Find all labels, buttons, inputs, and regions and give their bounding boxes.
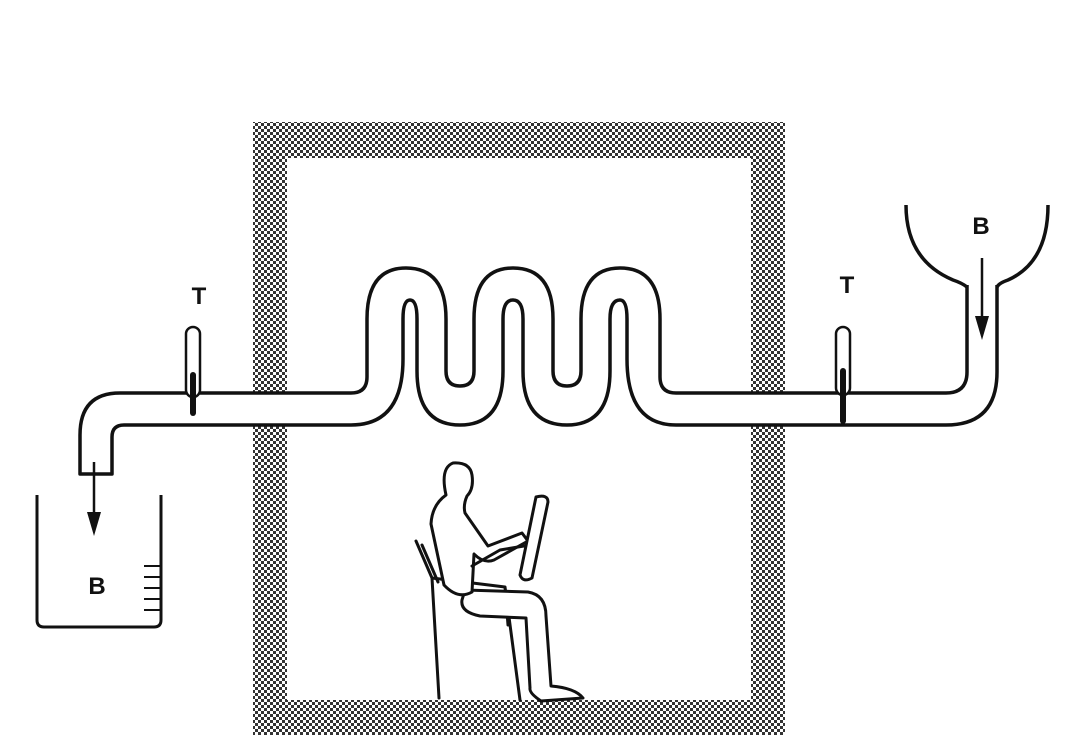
water-pipe	[78, 266, 999, 476]
thermometer-right	[834, 325, 852, 424]
reservoir-label: B	[972, 213, 989, 240]
flow-arrow-out	[87, 462, 101, 536]
seated-person-icon	[414, 461, 585, 703]
thermometer-left-label: T	[192, 283, 207, 310]
thermometer-right-label: T	[840, 272, 855, 299]
thermometer-left	[184, 325, 202, 416]
flow-arrow-in	[975, 258, 989, 340]
collection-beaker	[35, 495, 163, 629]
beaker-label: B	[88, 573, 105, 600]
reservoir-bowl	[904, 204, 1050, 289]
